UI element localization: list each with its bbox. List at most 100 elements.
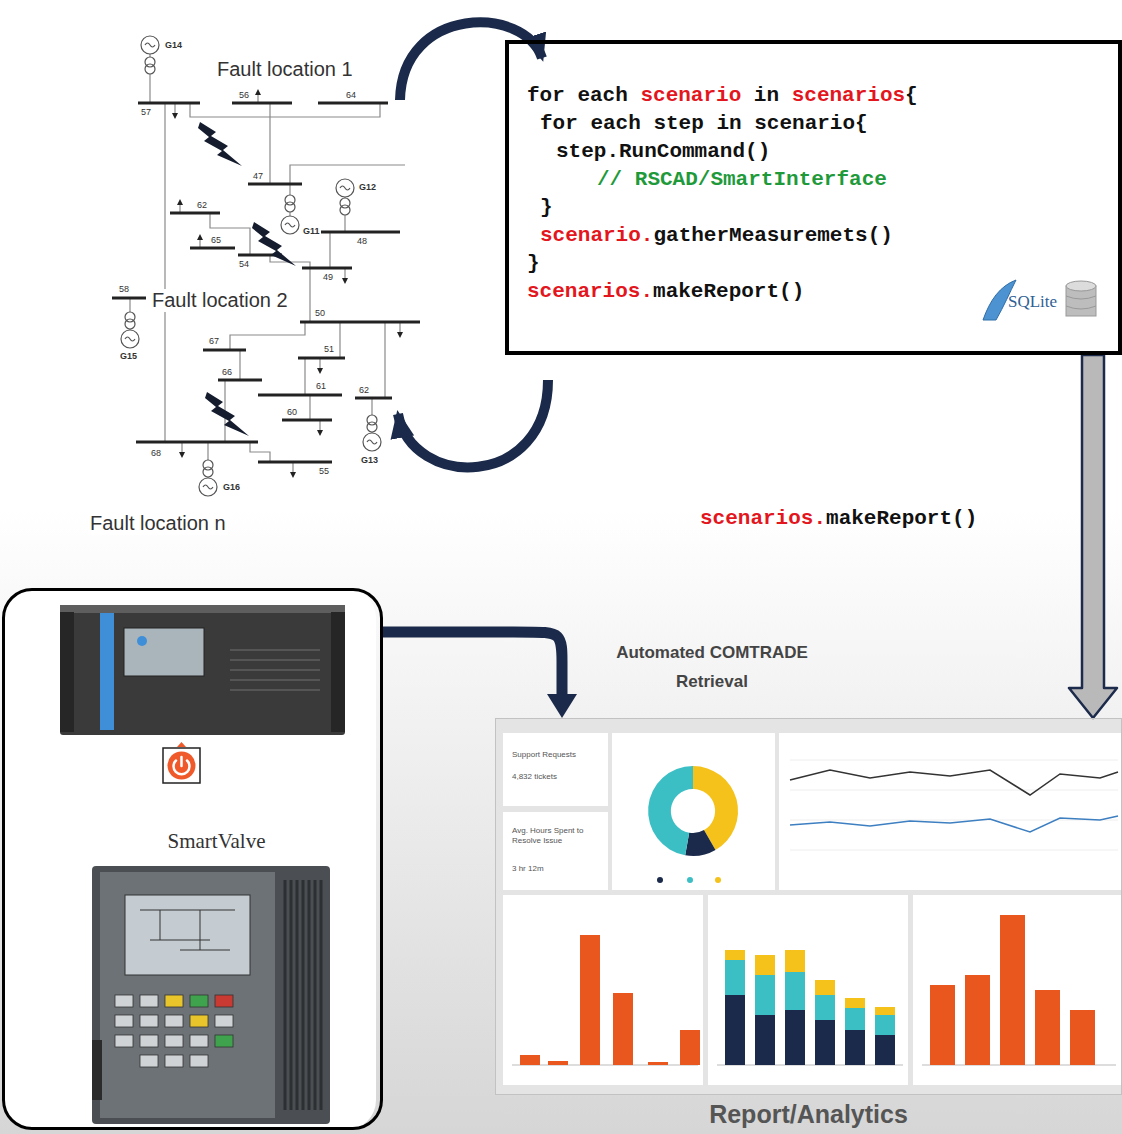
bus-number: 54	[238, 259, 250, 270]
code-token: scenarios	[792, 84, 905, 107]
rack-bracket	[331, 612, 345, 732]
bar	[1000, 915, 1025, 1065]
connector	[383, 632, 577, 718]
simulator-rack	[60, 605, 345, 613]
relay-key	[190, 1055, 208, 1067]
relay-key	[165, 1015, 183, 1027]
stacked-bar	[725, 995, 745, 1065]
fault-bolt	[198, 122, 242, 166]
stacked-bar	[725, 960, 745, 995]
stacked-bar	[725, 950, 745, 960]
stacked-bar	[815, 1020, 835, 1065]
generator-label: G14	[164, 40, 183, 51]
code-token: scenarios.	[527, 280, 653, 303]
stacked-bar	[785, 1010, 805, 1065]
bus-number: 61	[315, 381, 327, 392]
relay-key	[215, 1035, 233, 1047]
code-line: scenarios.makeReport()	[527, 278, 804, 306]
edge-label: Automated COMTRADE Retrieval	[612, 638, 812, 696]
relay-heatsink	[285, 880, 321, 1110]
smartvalve-icon	[163, 748, 200, 783]
stacked-bar	[875, 1007, 895, 1015]
dashboard-card	[708, 895, 908, 1085]
transformer-symbol	[125, 319, 135, 329]
relay-key	[190, 1035, 208, 1047]
stacked-bar	[755, 975, 775, 1015]
code-line: scenario.gatherMeasuremets()	[527, 222, 893, 250]
bus-number: 50	[314, 308, 326, 319]
dashboard-text: 3 hr 12m	[512, 864, 544, 874]
transformer-symbol	[367, 422, 377, 432]
valve-marker	[177, 742, 186, 747]
bar	[1070, 1010, 1095, 1065]
code-token: in	[741, 84, 791, 107]
code-token: scenario	[640, 84, 741, 107]
stacked-bar	[815, 995, 835, 1020]
bar	[1035, 990, 1060, 1065]
bus-number: 49	[322, 272, 334, 283]
rack-bracket	[60, 612, 74, 732]
code-box-fill	[505, 40, 1122, 355]
donut-slice	[685, 830, 715, 856]
relay-key	[140, 1035, 158, 1047]
stacked-bar	[755, 1015, 775, 1065]
code-line: // RSCAD/SmartInterface	[527, 166, 887, 194]
bar	[648, 1062, 668, 1065]
code-line: for each scenario in scenarios{	[527, 82, 918, 110]
relay-key	[165, 995, 183, 1007]
dashboard-card	[913, 895, 1122, 1085]
code-token: scenarios.	[700, 507, 826, 530]
connector	[1069, 355, 1117, 718]
stacked-bar	[875, 1015, 895, 1035]
code-token: for each	[527, 84, 640, 107]
bus-number: 67	[208, 336, 220, 347]
dashboard-text: Avg. Hours Spent to Resolve Issue	[512, 826, 600, 846]
code-token: scenario.	[540, 224, 653, 247]
bar	[965, 975, 990, 1065]
bus-number: 68	[150, 448, 162, 459]
rack-vents	[230, 650, 320, 690]
fault-bolt	[252, 222, 296, 266]
comtrade-arrow	[383, 632, 562, 696]
bus-number: 56	[238, 90, 250, 101]
generator-label: G15	[119, 351, 138, 362]
bus-number: 55	[318, 466, 330, 477]
stacked-bar	[845, 998, 865, 1008]
fault-bolt	[205, 392, 249, 436]
code-token: makeReport()	[653, 280, 804, 303]
code-token: gatherMeasuremets()	[653, 224, 892, 247]
chart-grid	[790, 760, 1118, 850]
relay-key	[190, 1015, 208, 1027]
relay-screen	[125, 895, 250, 975]
bar	[548, 1061, 568, 1065]
rack-logo	[137, 636, 147, 646]
database-icon	[1066, 296, 1096, 309]
generator-label: G13	[360, 455, 379, 466]
rack-light-panel	[100, 613, 114, 730]
smartvalve-icon	[168, 752, 196, 780]
relay-key	[140, 995, 158, 1007]
transformer-symbol	[145, 64, 155, 74]
load-arrows	[172, 89, 403, 478]
dashboard-panel	[495, 718, 1122, 1095]
relay-key	[115, 1035, 133, 1047]
arrow-head	[547, 694, 577, 718]
stacked-bar	[845, 1008, 865, 1030]
dashboard-card	[503, 812, 608, 890]
relay-screen-diagram	[140, 910, 235, 950]
code-line: step.RunCommand()	[527, 138, 770, 166]
generator-label: G12	[358, 182, 377, 193]
device-panel: SmartValve	[2, 588, 383, 1130]
grid-lines	[130, 54, 405, 478]
legend-dot	[715, 877, 721, 883]
relay-key	[140, 1015, 158, 1027]
code-line: for each step in scenario{	[527, 110, 868, 138]
bus-number: 65	[210, 235, 222, 246]
bus-number: 48	[356, 236, 368, 247]
relay-key	[115, 1015, 133, 1027]
relay-key	[165, 1035, 183, 1047]
fault-label: Fault location 1	[215, 58, 355, 81]
transformer-symbol	[203, 467, 213, 477]
